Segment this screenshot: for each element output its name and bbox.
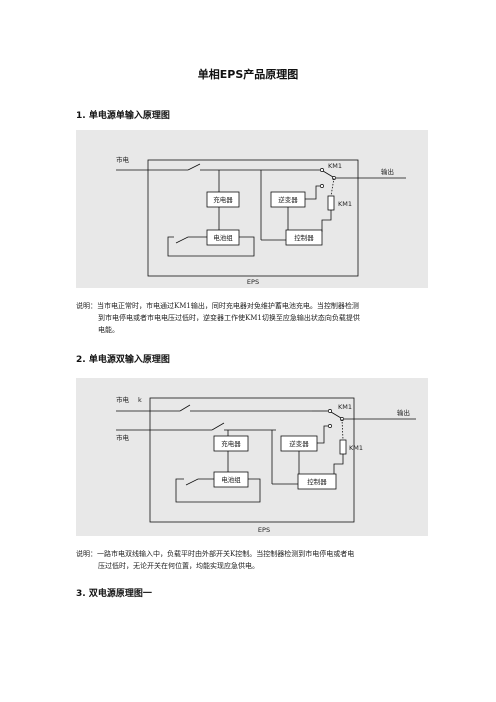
battery-switch — [175, 236, 207, 244]
output-label: 输出 — [381, 167, 394, 176]
diagram-dual-input-svg: EPS 市电 k 市电 充电器 电池组 逆变器 控制器 — [116, 395, 416, 534]
caption-1-line-1: 说明：当市电正常时，市电通过KM1输出，同时充电器对免维护蓄电池充电。当控制器检… — [76, 302, 359, 310]
eps-label-2: EPS — [258, 526, 270, 534]
switch-k-label: k — [138, 396, 142, 404]
controller-label: 控制器 — [294, 233, 314, 242]
battery-label-2: 电池组 — [221, 475, 241, 484]
relay-label-2: KM1 — [338, 403, 352, 411]
caption-1-line-3: 电能。 — [98, 326, 119, 334]
relay-coil — [327, 195, 335, 211]
coil-link-2 — [341, 418, 344, 441]
relay-contact-a-2 — [328, 409, 332, 413]
battery-loop-2 — [175, 478, 261, 503]
battery-switch-2 — [185, 478, 214, 486]
charger-label: 充电器 — [213, 195, 233, 204]
relay-contact-b — [320, 184, 324, 188]
caption-2: 说明：一路市电双线输入中，负载平时由外部开关K控制。当控制器检测到市电停电或者电… — [76, 548, 428, 572]
mains-label-2b: 市电 — [116, 433, 130, 442]
relay-arm — [322, 170, 334, 178]
relay-contact-b-2 — [328, 424, 332, 428]
diagram-single-input: EPS 市电 充电器 电池组 逆变器 控制器 KM1 输出 — [76, 130, 428, 288]
battery-box-2 — [213, 471, 249, 488]
coil-to-controller-2 — [333, 454, 344, 474]
caption-1-line-2: 到市电停电或者市电电压过低时，逆变器工作使KM1切换至应急输出状态向负载提供 — [98, 314, 360, 322]
relay-coil-label: KM1 — [338, 200, 352, 208]
battery-label: 电池组 — [213, 233, 233, 242]
caption-2-line-1: 说明：一路市电双线输入中，负载平时由外部开关K控制。当控制器检测到市电停电或者电 — [76, 550, 355, 558]
diagram-single-input-svg: EPS 市电 充电器 电池组 逆变器 控制器 KM1 输出 — [116, 155, 406, 286]
page-title: 单相EPS产品原理图 — [197, 68, 299, 81]
relay-label: KM1 — [328, 162, 342, 170]
section-heading-2: 2. 单电源双输入原理图 — [76, 355, 170, 365]
inverter-to-relay-2 — [317, 425, 330, 444]
battery-box — [206, 229, 240, 246]
eps-label: EPS — [247, 278, 259, 286]
charger-box — [206, 191, 240, 208]
battery-loop — [167, 236, 255, 257]
diagram-dual-input: EPS 市电 k 市电 充电器 电池组 逆变器 控制器 — [76, 378, 428, 536]
output-label-2: 输出 — [397, 408, 410, 417]
mains-switch — [187, 163, 201, 171]
caption-1: 说明：当市电正常时，市电通过KM1输出，同时充电器对免维护蓄电池充电。当控制器检… — [76, 300, 428, 336]
relay-coil-label-2: KM1 — [349, 444, 363, 452]
switch-2b — [211, 422, 225, 431]
controller-box-2 — [297, 473, 337, 490]
charger-label-2: 充电器 — [221, 439, 241, 448]
inverter-label: 逆变器 — [278, 195, 298, 204]
relay-arm-2 — [330, 411, 342, 419]
caption-2-line-2: 压过低时，无论开关在何位置，均能实现应急供电。 — [98, 562, 259, 570]
eps-enclosure — [147, 159, 359, 277]
relay-coil-2 — [339, 439, 347, 455]
relay-contact-a — [320, 168, 324, 172]
section-heading-1: 1. 单电源单输入原理图 — [76, 111, 170, 121]
controller-box — [285, 229, 323, 246]
charger-box-2 — [213, 435, 249, 452]
inverter-label-2: 逆变器 — [289, 439, 309, 448]
controller-label-2: 控制器 — [307, 477, 327, 486]
eps-enclosure-2 — [149, 397, 355, 523]
inverter-to-relay — [305, 185, 322, 200]
section-heading-3: 3. 双电源原理图一 — [76, 589, 152, 599]
coil-link — [330, 177, 335, 197]
coil-to-controller — [321, 210, 332, 232]
mains-label-2a: 市电 — [116, 395, 130, 404]
switch-k — [179, 404, 191, 412]
mains-label: 市电 — [116, 155, 130, 164]
